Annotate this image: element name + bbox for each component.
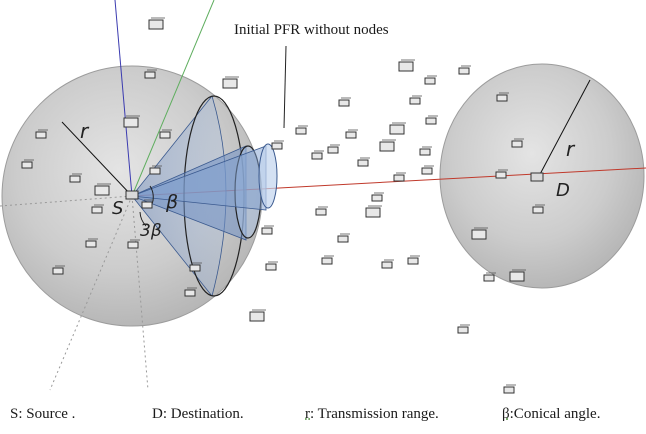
angle-arc-3beta bbox=[139, 211, 147, 227]
network-node bbox=[338, 99, 350, 107]
network-node bbox=[532, 206, 544, 214]
network-node bbox=[222, 78, 238, 89]
network-node bbox=[149, 167, 161, 175]
network-node bbox=[495, 171, 507, 179]
network-node bbox=[424, 77, 436, 85]
initial-pfr-label: Initial PFR without nodes bbox=[234, 22, 389, 38]
network-node bbox=[271, 142, 283, 150]
network-node bbox=[471, 229, 487, 240]
destination-node bbox=[530, 172, 544, 182]
network-node bbox=[457, 326, 469, 334]
legend-range-text: : Transmission range. bbox=[310, 406, 439, 422]
legend-angle: β:Conical angle. bbox=[502, 406, 600, 423]
network-node bbox=[295, 127, 307, 135]
cone-small-rim bbox=[258, 143, 278, 209]
axis-dotted-down bbox=[49, 195, 133, 391]
network-node bbox=[141, 201, 153, 209]
axis-blue bbox=[114, 0, 133, 197]
network-node bbox=[261, 227, 273, 235]
network-node bbox=[458, 67, 470, 75]
label-angle-beta: β bbox=[165, 191, 178, 213]
title-callout-line bbox=[283, 45, 287, 129]
network-node bbox=[379, 141, 395, 152]
network-node bbox=[184, 289, 196, 297]
network-node bbox=[357, 159, 369, 167]
network-node bbox=[321, 257, 333, 265]
range-line-left bbox=[61, 121, 133, 197]
network-node bbox=[419, 148, 431, 156]
label-destination-letter: D bbox=[556, 180, 570, 201]
network-node bbox=[365, 207, 381, 218]
network-node bbox=[69, 175, 81, 183]
legend-angle-text: :Conical angle. bbox=[509, 406, 601, 422]
network-node bbox=[127, 241, 139, 249]
network-node bbox=[21, 161, 33, 169]
axis-dotted-left bbox=[0, 195, 133, 207]
network-node bbox=[327, 146, 339, 154]
network-node bbox=[503, 386, 515, 394]
network-node bbox=[94, 185, 110, 196]
network-node bbox=[249, 311, 265, 322]
network-node bbox=[398, 61, 414, 72]
network-node bbox=[409, 97, 421, 105]
source-node bbox=[125, 190, 139, 200]
network-node bbox=[393, 174, 405, 182]
network-node bbox=[421, 167, 433, 175]
network-node bbox=[425, 117, 437, 125]
network-node bbox=[311, 152, 323, 160]
label-range-left: r bbox=[80, 119, 90, 143]
legend-destination: D: Destination. bbox=[152, 406, 244, 422]
network-node bbox=[371, 194, 383, 202]
axis-green bbox=[131, 0, 215, 197]
label-source-letter: S bbox=[112, 198, 123, 219]
legend-source: S: Source . bbox=[10, 406, 76, 422]
network-node bbox=[85, 240, 97, 248]
network-node bbox=[337, 235, 349, 243]
range-line-right bbox=[537, 79, 591, 179]
network-node bbox=[148, 19, 164, 30]
network-node bbox=[159, 131, 171, 139]
network-node bbox=[483, 274, 495, 282]
network-node bbox=[345, 131, 357, 139]
network-node bbox=[35, 131, 47, 139]
legend: S: Source . D: Destination. r: Transmiss… bbox=[0, 406, 646, 428]
label-range-right: r bbox=[566, 137, 576, 161]
network-nodes bbox=[21, 17, 545, 394]
legend-range-key: r bbox=[305, 406, 310, 422]
network-node bbox=[189, 264, 201, 272]
network-node bbox=[511, 140, 523, 148]
network-node bbox=[91, 206, 103, 214]
network-node bbox=[52, 267, 64, 275]
network-node bbox=[265, 263, 277, 271]
network-node bbox=[381, 261, 393, 269]
network-node bbox=[144, 71, 156, 79]
network-node bbox=[123, 117, 139, 128]
network-node bbox=[315, 208, 327, 216]
legend-range: r: Transmission range. bbox=[305, 406, 439, 423]
network-node bbox=[389, 124, 405, 135]
network-node bbox=[496, 94, 508, 102]
legend-angle-key: β bbox=[502, 406, 510, 422]
network-node bbox=[407, 257, 419, 265]
label-angle-3beta: 3β bbox=[140, 221, 162, 241]
network-node bbox=[509, 271, 525, 282]
